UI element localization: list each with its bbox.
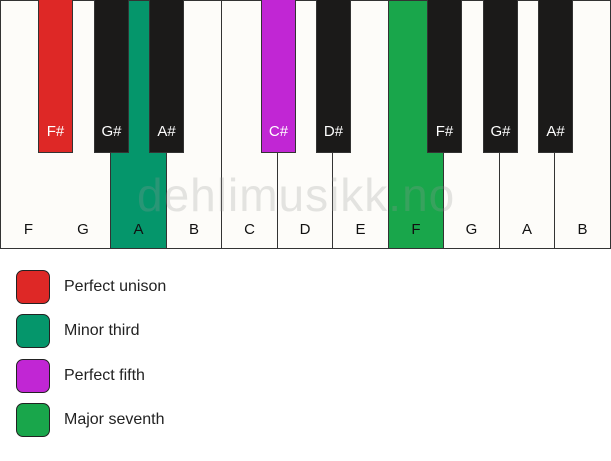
legend-item-perfect-unison: Perfect unison: [16, 270, 316, 306]
legend-label: Minor third: [64, 322, 140, 339]
key-label: G#: [490, 123, 511, 140]
key-label: F: [411, 221, 421, 238]
key-label: F#: [46, 123, 65, 140]
key-label: C#: [268, 123, 289, 140]
key-label: B: [577, 221, 588, 238]
key-label: G: [465, 221, 478, 238]
black-key-a-sharp[interactable]: A#: [149, 0, 184, 153]
legend-label: Perfect fifth: [64, 367, 145, 384]
key-label: A#: [546, 123, 565, 140]
key-label: D: [299, 221, 311, 238]
color-swatch-teal: [16, 314, 50, 348]
legend-item-major-seventh: Major seventh: [16, 403, 316, 439]
key-label: A: [133, 221, 144, 238]
key-label: E: [355, 221, 366, 238]
legend-item-minor-third: Minor third: [16, 314, 316, 350]
key-label: B: [188, 221, 199, 238]
black-key-g-sharp[interactable]: G#: [94, 0, 129, 153]
black-key-f-sharp-highlighted[interactable]: F#: [38, 0, 73, 153]
key-label: A#: [157, 123, 176, 140]
key-label: C: [244, 221, 255, 238]
key-label: G: [77, 221, 89, 238]
black-key-f-sharp[interactable]: F#: [427, 0, 462, 153]
legend-label: Perfect unison: [64, 278, 167, 295]
key-label: D#: [323, 123, 344, 140]
black-key-d-sharp[interactable]: D#: [316, 0, 351, 153]
color-swatch-green: [16, 403, 50, 437]
black-key-a-sharp[interactable]: A#: [538, 0, 573, 153]
key-label: A: [521, 221, 532, 238]
legend-item-perfect-fifth: Perfect fifth: [16, 359, 316, 395]
key-label: G#: [101, 123, 122, 140]
black-key-c-sharp-highlighted[interactable]: C#: [261, 0, 296, 153]
piano-keyboard: F G A B C D E F G A B dehlimusikk.no F# …: [0, 0, 611, 249]
color-swatch-purple: [16, 359, 50, 393]
black-key-g-sharp[interactable]: G#: [483, 0, 518, 153]
key-label: F#: [435, 123, 454, 140]
color-swatch-red: [16, 270, 50, 304]
legend-label: Major seventh: [64, 411, 165, 428]
key-label: F: [23, 221, 34, 238]
